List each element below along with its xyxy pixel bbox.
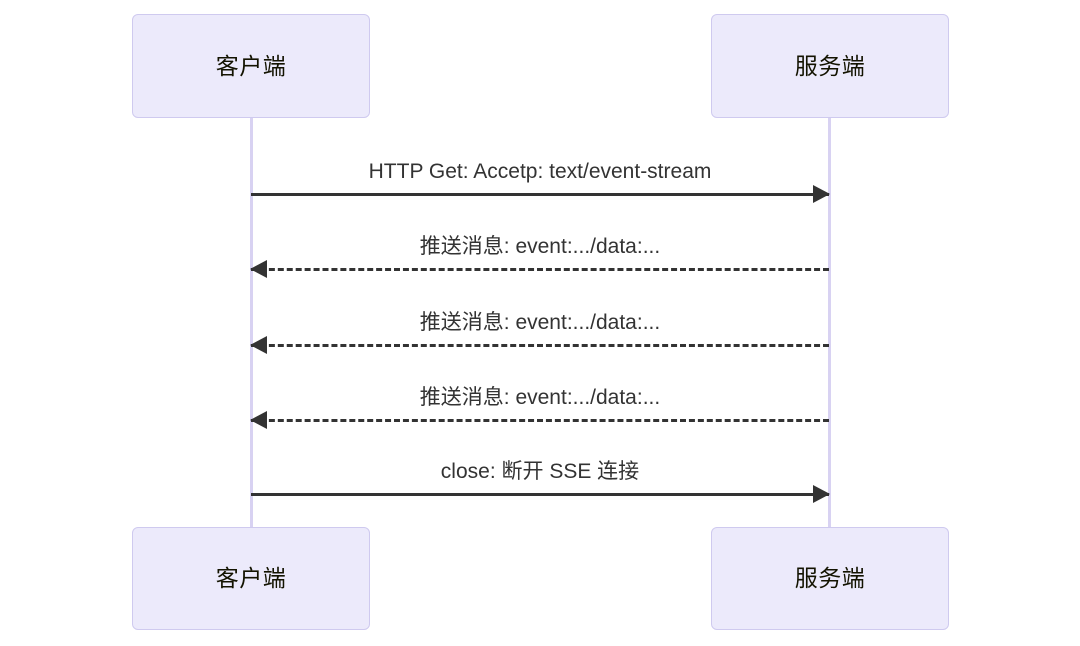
message-line-4 xyxy=(251,419,829,422)
message-line-5 xyxy=(251,493,829,496)
arrow-left-icon-3 xyxy=(250,336,267,354)
actor-box-server-top[interactable]: 服务端 xyxy=(711,14,949,118)
message-label-2: 推送消息: event:.../data:... xyxy=(419,234,661,258)
arrow-left-icon-4 xyxy=(250,411,267,429)
actor-label-client-bottom: 客户端 xyxy=(215,565,287,591)
arrow-right-icon-5 xyxy=(813,485,830,503)
actor-label-server-bottom: 服务端 xyxy=(794,565,866,591)
lifeline-server xyxy=(828,118,831,527)
message-line-3 xyxy=(251,344,829,347)
arrow-left-icon-2 xyxy=(250,260,267,278)
actor-label-server-top: 服务端 xyxy=(794,52,866,79)
lifeline-client xyxy=(250,118,253,527)
message-line-1 xyxy=(251,193,829,196)
message-line-2 xyxy=(251,268,829,271)
message-label-5: close: 断开 SSE 连接 xyxy=(440,459,640,483)
actor-box-client-bottom[interactable]: 客户端 xyxy=(132,527,370,630)
actor-label-client-top: 客户端 xyxy=(215,52,287,79)
message-label-4: 推送消息: event:.../data:... xyxy=(419,385,661,409)
actor-box-server-bottom[interactable]: 服务端 xyxy=(711,527,949,630)
message-label-1: HTTP Get: Accetp: text/event-stream xyxy=(368,159,712,183)
message-label-3: 推送消息: event:.../data:... xyxy=(419,310,661,334)
arrow-right-icon-1 xyxy=(813,185,830,203)
actor-box-client-top[interactable]: 客户端 xyxy=(132,14,370,118)
